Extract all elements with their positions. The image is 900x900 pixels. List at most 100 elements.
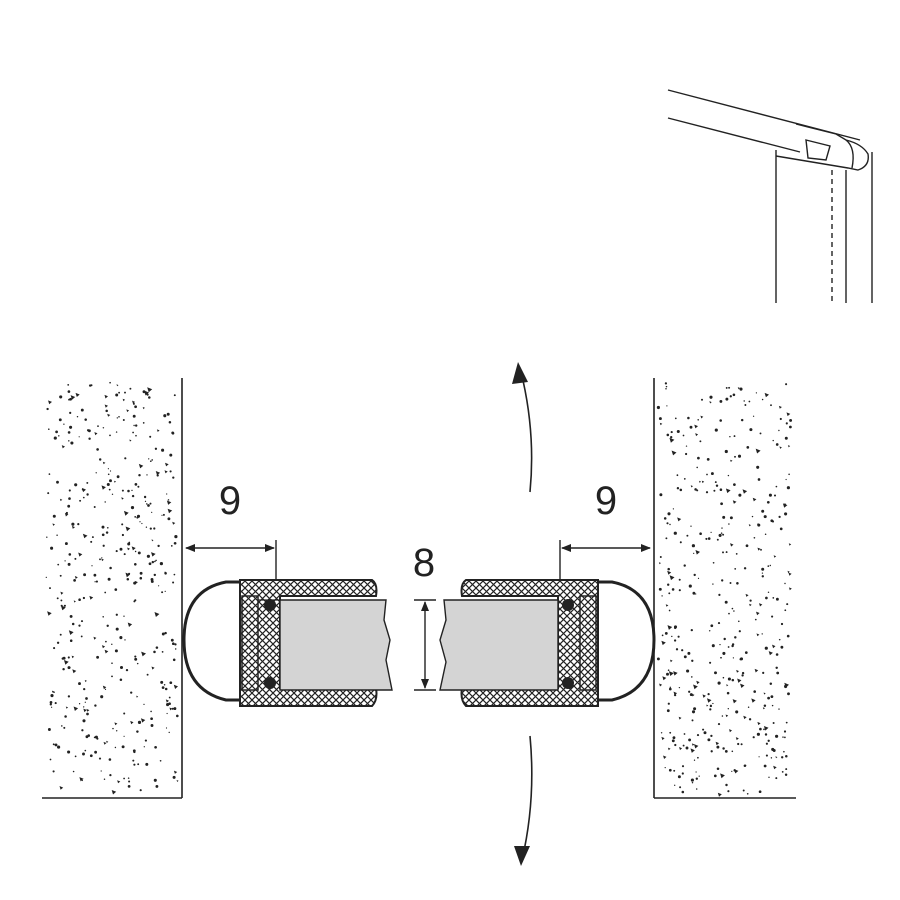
wall-speckle <box>778 429 780 432</box>
wall-speckle <box>731 644 734 648</box>
wall-speckle <box>146 554 150 558</box>
wall-speckle <box>164 590 166 593</box>
wall-speckle <box>754 618 757 621</box>
wall-speckle <box>679 786 682 789</box>
wall-speckle <box>111 675 113 678</box>
wall-speckle <box>173 707 177 711</box>
wall-speckle <box>678 589 681 592</box>
wall-speckle <box>115 730 118 732</box>
wall-speckle <box>772 644 776 649</box>
wall-speckle <box>167 508 173 514</box>
wall-speckle <box>699 532 702 535</box>
wall-speckle <box>67 431 71 434</box>
wall-speckle <box>151 459 154 461</box>
wall-speckle <box>683 564 686 567</box>
wall-speckle <box>696 466 698 469</box>
wall-speckle <box>784 736 786 739</box>
wall-speckle <box>740 683 745 688</box>
wall-speckle <box>685 445 688 447</box>
wall-speckle <box>778 405 782 409</box>
wall-speckle <box>695 777 698 780</box>
right-gap-label: 9 <box>595 479 617 523</box>
wall-speckle <box>134 580 138 584</box>
wall-speckle <box>102 544 105 547</box>
wall-speckle <box>706 473 708 476</box>
wall-speckle <box>48 400 52 405</box>
wall-speckle <box>100 770 102 772</box>
wall-speckle <box>756 732 760 736</box>
wall-speckle <box>665 388 667 390</box>
wall-speckle <box>118 391 121 394</box>
wall-speckle <box>93 736 96 739</box>
wall-speckle <box>63 604 66 607</box>
wall-speckle <box>99 558 101 561</box>
wall-speckle <box>709 704 713 708</box>
wall-speckle <box>763 692 766 695</box>
wall-speckle <box>725 397 729 401</box>
wall-speckle <box>93 506 96 508</box>
wall-speckle <box>710 624 714 628</box>
wall-speckle <box>691 743 695 746</box>
wall-speckle <box>668 592 671 595</box>
wall-speckle <box>693 759 696 761</box>
wall-speckle <box>151 560 155 564</box>
wall-speckle <box>721 527 723 529</box>
wall-speckle <box>130 691 133 694</box>
wall-speckle <box>676 429 680 434</box>
wall-speckle <box>167 499 170 501</box>
wall-speckle <box>785 478 787 481</box>
wall-speckle <box>786 634 790 638</box>
wall-speckle <box>49 587 51 590</box>
wall-speckle <box>661 634 664 637</box>
wall-speckle <box>146 503 148 505</box>
wall-speckle <box>667 567 670 571</box>
wall-speckle <box>91 536 94 539</box>
wall-speckle <box>165 462 169 467</box>
wall-speckle <box>108 758 112 761</box>
wall-speckle <box>765 596 768 600</box>
wall-speckle <box>779 417 782 421</box>
wall-speckle <box>136 730 139 733</box>
wall-speckle <box>740 743 743 746</box>
wall-speckle <box>143 703 145 706</box>
wall-speckle <box>677 635 680 638</box>
wall-speckle <box>109 470 112 472</box>
wall-speckle <box>123 553 126 556</box>
wall-speckle <box>752 497 757 502</box>
wall-speckle <box>96 737 99 740</box>
wall-speckle <box>67 750 71 754</box>
wall-speckle <box>139 521 141 523</box>
wall-speckle <box>46 536 48 538</box>
wall-speckle <box>729 582 732 584</box>
wall-speckle <box>112 727 114 730</box>
wall-speckle <box>142 390 146 394</box>
wall-speckle <box>160 680 164 684</box>
wall-speckle <box>667 669 670 672</box>
wall-speckle <box>697 419 699 421</box>
wall-speckle <box>54 702 57 705</box>
wall-speckle <box>127 785 131 788</box>
wall-speckle <box>176 780 179 782</box>
wall-speckle <box>135 424 138 427</box>
wall-speckle <box>768 776 770 779</box>
wall-speckle <box>148 562 152 566</box>
wall-speckle <box>53 691 55 694</box>
wall-speckle <box>681 765 685 768</box>
wall-speckle <box>728 386 731 389</box>
wall-speckle <box>161 686 165 689</box>
glass-thickness-label: 8 <box>413 541 435 585</box>
wall-speckle <box>84 749 87 752</box>
wall-speckle <box>67 695 71 698</box>
wall-speckle <box>86 493 89 496</box>
wall-speckle <box>776 671 780 675</box>
wall-speckle <box>155 559 157 562</box>
wall-speckle <box>678 686 681 689</box>
wall-speckle <box>171 431 175 435</box>
wall-speckle <box>101 557 103 559</box>
wall-speckle <box>677 775 681 779</box>
wall-speckle <box>137 763 140 766</box>
wall-speckle <box>161 514 163 516</box>
wall-speckle <box>83 706 85 708</box>
wall-speckle <box>722 515 726 519</box>
wall-speckle <box>716 538 719 541</box>
